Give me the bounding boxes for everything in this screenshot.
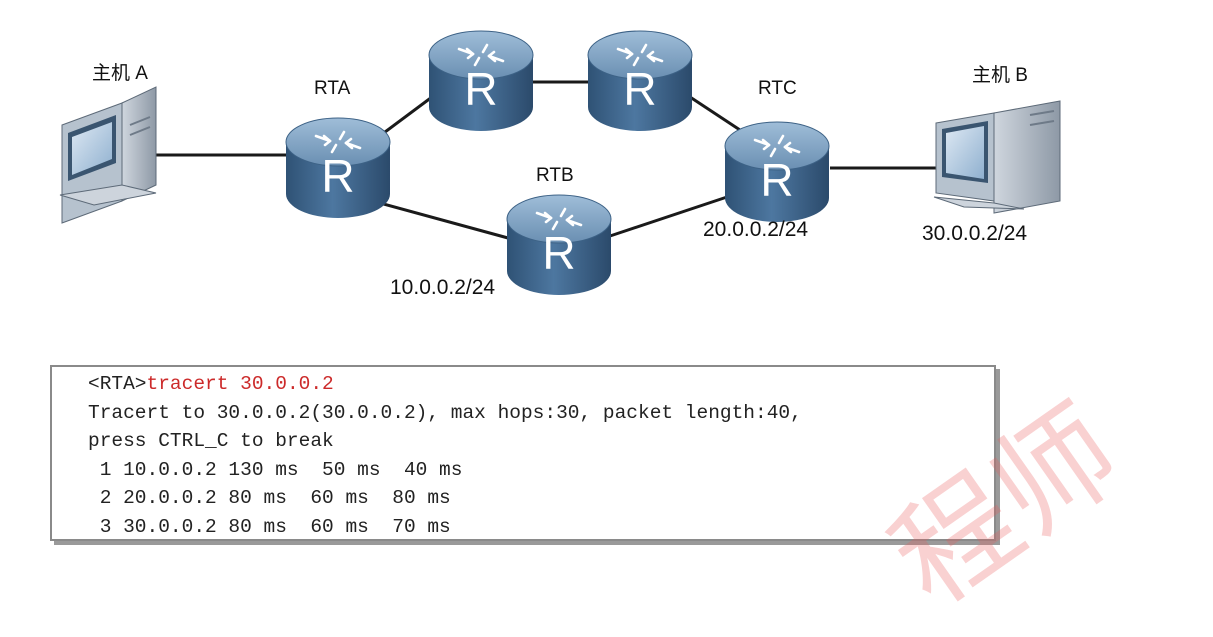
output-line-4: 2 20.0.0.2 80 ms 60 ms 80 ms bbox=[88, 487, 451, 509]
rtb-label: RTB bbox=[536, 165, 574, 186]
output-line-3: 1 10.0.0.2 130 ms 50 ms 40 ms bbox=[88, 458, 463, 481]
router-top-left-icon: R bbox=[428, 30, 534, 131]
host-a-computer-icon bbox=[59, 86, 157, 224]
link-rta-topleft bbox=[384, 95, 433, 134]
rtc-label: RTC bbox=[758, 78, 797, 99]
tracert-command: tracert 30.0.0.2 bbox=[146, 373, 334, 395]
rtb-ip-label: 10.0.0.2/24 bbox=[390, 276, 496, 299]
rtc-ip-label: 20.0.0.2/24 bbox=[703, 218, 809, 241]
tracert-output: <RTA>tracert 30.0.0.2 Tracert to 30.0.0.… bbox=[88, 370, 802, 541]
router-top-right-glyph: R bbox=[623, 63, 656, 115]
link-rtb-rtc bbox=[609, 194, 731, 238]
output-line-5: 3 30.0.0.2 80 ms 60 ms 70 ms bbox=[88, 515, 451, 538]
router-rta-glyph: R bbox=[321, 150, 354, 202]
router-rtc-icon: R bbox=[724, 121, 830, 222]
host-a-label: 主机 A bbox=[92, 63, 148, 84]
rta-label: RTA bbox=[314, 78, 351, 99]
routers: R R R R R bbox=[285, 30, 830, 295]
host-b-label: 主机 B bbox=[972, 65, 1028, 86]
host-b-computer-icon bbox=[933, 100, 1061, 214]
router-rtc-glyph: R bbox=[760, 154, 793, 206]
link-rta-rtb bbox=[379, 201, 509, 240]
prompt: <RTA> bbox=[88, 373, 147, 395]
link-topright-rtc bbox=[689, 95, 741, 132]
router-rta-icon: R bbox=[285, 117, 391, 218]
router-top-right-icon: R bbox=[587, 30, 693, 131]
network-diagram: R R R R R bbox=[59, 30, 1061, 295]
output-line-2: press CTRL_C to break bbox=[88, 430, 334, 452]
links bbox=[150, 80, 936, 240]
router-rtb-glyph: R bbox=[542, 227, 575, 279]
router-top-left-glyph: R bbox=[464, 63, 497, 115]
host-b-ip-label: 30.0.0.2/24 bbox=[922, 222, 1028, 245]
tracert-output-box: <RTA>tracert 30.0.0.2 Tracert to 30.0.0.… bbox=[50, 365, 996, 541]
router-rtb-icon: R bbox=[506, 194, 612, 295]
output-line-1: Tracert to 30.0.0.2(30.0.0.2), max hops:… bbox=[88, 401, 802, 424]
